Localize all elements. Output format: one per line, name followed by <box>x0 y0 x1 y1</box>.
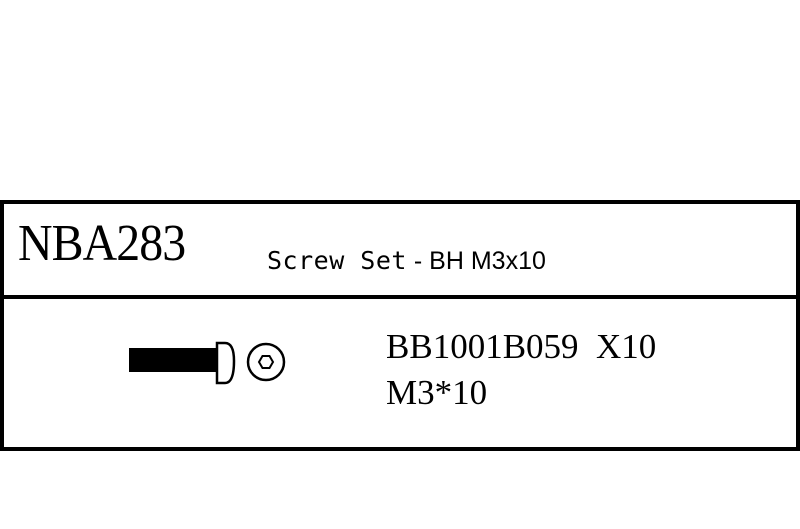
title-suffix: - BH M3x10 <box>406 247 546 275</box>
part-code-line: BB1001B059 X10 <box>386 327 657 366</box>
title-prefix: Screw Set <box>267 246 407 275</box>
table-divider <box>4 295 796 299</box>
part-size-line: M3*10 <box>386 373 488 412</box>
part-number: NBA283 <box>18 215 186 272</box>
product-title: Screw Set - BH M3x10 <box>267 246 546 276</box>
button-head-hex-screw-icon <box>125 341 290 396</box>
parts-table: NBA283 Screw Set - BH M3x10 BB1001B059 X… <box>0 200 800 451</box>
